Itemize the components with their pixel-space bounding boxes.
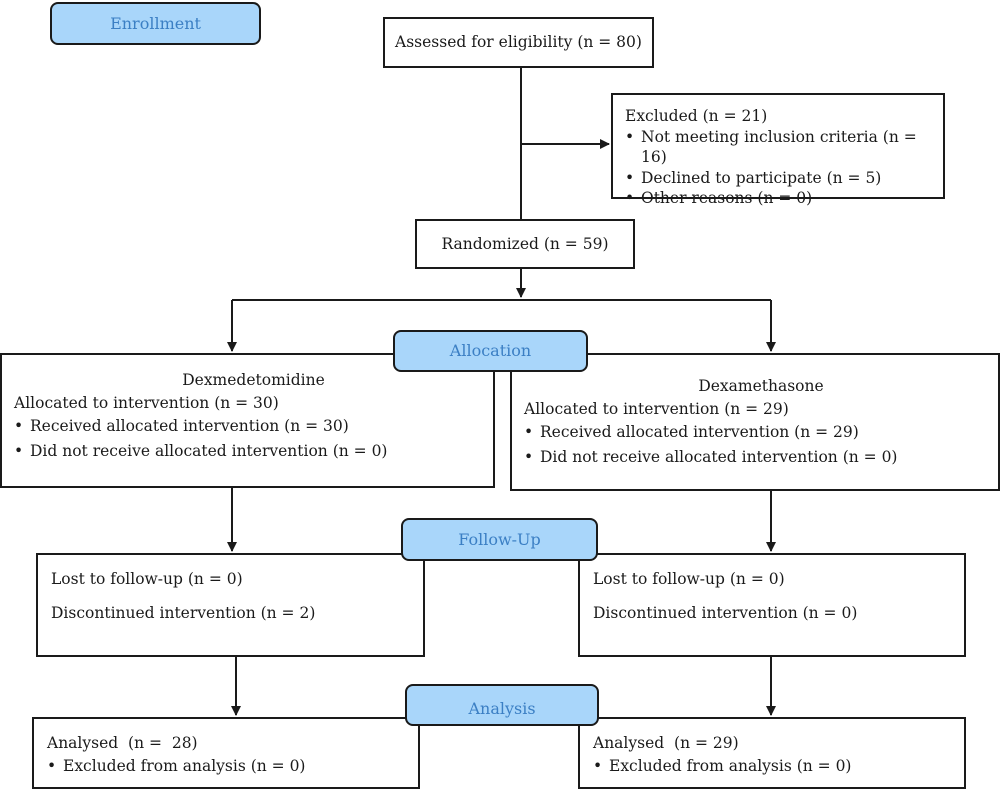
excluded-box: Excluded (n = 21) Not meeting inclusion …: [611, 93, 945, 208]
analysis-left-analysed: Analysed (n = 28): [47, 734, 198, 752]
excluded-item: Not meeting inclusion criteria (n = 16): [625, 127, 943, 168]
followup-right-lost: Lost to follow-up (n = 0): [593, 570, 785, 588]
followup-left-lost: Lost to follow-up (n = 0): [51, 570, 243, 588]
followup-stage-label: Follow-Up: [401, 518, 598, 561]
analysis-right-box: Analysed (n = 29) Excluded from analysis…: [578, 717, 966, 789]
allocation-right-allocated: Allocated to intervention (n = 29): [524, 400, 789, 418]
analysis-right-analysed: Analysed (n = 29): [593, 734, 739, 752]
allocation-right-list: Received allocated intervention (n = 29)…: [524, 421, 998, 469]
allocation-left-item: Received allocated intervention (n = 30): [14, 415, 493, 438]
allocation-left-box: Dexmedetomidine Allocated to interventio…: [0, 353, 495, 488]
allocation-right-item: Received allocated intervention (n = 29): [524, 421, 998, 444]
allocation-left-group: Dexmedetomidine: [182, 371, 325, 389]
excluded-list: Not meeting inclusion criteria (n = 16) …: [625, 127, 943, 209]
allocation-stage-label: Allocation: [393, 330, 588, 372]
analysis-left-box: Analysed (n = 28) Excluded from analysis…: [32, 717, 420, 789]
randomized-box: Randomized (n = 59): [415, 219, 635, 269]
analysis-left-list: Excluded from analysis (n = 0): [47, 755, 418, 778]
followup-left-box: Lost to follow-up (n = 0) Discontinued i…: [36, 553, 425, 657]
assessed-box: Assessed for eligibility (n = 80): [383, 17, 654, 68]
allocation-right-box: Dexamethasone Allocated to intervention …: [510, 353, 1000, 491]
analysis-right-list: Excluded from analysis (n = 0): [593, 755, 964, 778]
excluded-item: Other reasons (n = 0): [625, 188, 943, 209]
allocation-left-list: Received allocated intervention (n = 30)…: [14, 415, 493, 463]
analysis-left-item: Excluded from analysis (n = 0): [47, 755, 418, 778]
allocation-right-item: Did not receive allocated intervention (…: [524, 446, 998, 469]
allocation-left-item: Did not receive allocated intervention (…: [14, 440, 493, 463]
analysis-right-item: Excluded from analysis (n = 0): [593, 755, 964, 778]
excluded-title: Excluded (n = 21): [625, 107, 768, 125]
followup-right-discontinued: Discontinued intervention (n = 0): [593, 604, 858, 622]
enrollment-stage-label: Enrollment: [50, 2, 261, 45]
excluded-item: Declined to participate (n = 5): [625, 168, 943, 189]
allocation-left-allocated: Allocated to intervention (n = 30): [14, 394, 279, 412]
followup-left-discontinued: Discontinued intervention (n = 2): [51, 604, 316, 622]
analysis-stage-label: Analysis: [405, 684, 599, 726]
followup-right-box: Lost to follow-up (n = 0) Discontinued i…: [578, 553, 966, 657]
allocation-right-group: Dexamethasone: [698, 377, 824, 395]
